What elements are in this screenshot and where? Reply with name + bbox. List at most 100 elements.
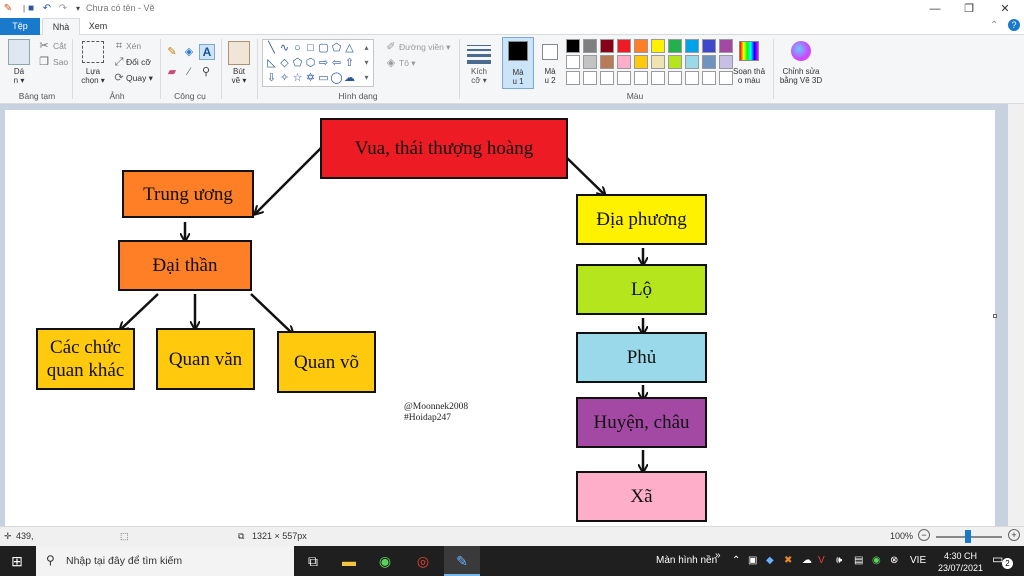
- color-picker-icon[interactable]: ⁄: [188, 66, 190, 78]
- shapes-scroll-down-icon[interactable]: ▾: [364, 58, 369, 67]
- close-button[interactable]: ✕: [1000, 3, 1010, 15]
- palette-swatch[interactable]: [617, 55, 631, 69]
- undo-icon[interactable]: ↶: [42, 3, 52, 14]
- palette-swatch[interactable]: [634, 71, 648, 85]
- redo-icon[interactable]: ↷: [58, 3, 68, 14]
- clock-date[interactable]: 23/07/2021: [938, 563, 984, 573]
- edit-colors-icon[interactable]: [739, 41, 759, 61]
- copy-button[interactable]: Sao: [53, 57, 69, 67]
- task-view-icon[interactable]: ⧉: [308, 553, 318, 569]
- curve-shape-icon[interactable]: ∿: [279, 42, 290, 54]
- triangle-shape-icon[interactable]: △: [345, 42, 354, 54]
- pencil-icon[interactable]: ✎: [167, 46, 177, 58]
- palette-swatch[interactable]: [702, 71, 716, 85]
- palette-swatch[interactable]: [566, 39, 580, 53]
- shapes-scroll-up-icon[interactable]: ▴: [364, 43, 369, 52]
- rounded-rectangle-shape-icon[interactable]: ▢: [318, 42, 329, 54]
- desktop-toolbar-chevron-icon[interactable]: »: [715, 550, 721, 561]
- palette-swatch[interactable]: [685, 39, 699, 53]
- select-button[interactable]: Lựa chọn ▾: [81, 67, 105, 85]
- pentagon-shape-icon[interactable]: ⬠: [292, 57, 303, 69]
- canvas-resize-handle-right[interactable]: [993, 314, 997, 318]
- left-arrow-shape-icon[interactable]: ⇦: [331, 57, 342, 69]
- resize-button[interactable]: Đổi cỡ: [126, 57, 151, 67]
- tab-file[interactable]: Tệp: [0, 18, 40, 35]
- chrome-icon[interactable]: ◎: [416, 553, 430, 569]
- text-tool-icon[interactable]: A: [199, 44, 215, 60]
- edit-colors-button[interactable]: Soạn thả o màu: [732, 67, 766, 85]
- crop-icon[interactable]: ⌗: [115, 40, 123, 52]
- shapes-expand-icon[interactable]: ▾: [364, 73, 369, 82]
- show-hidden-icons-icon[interactable]: ⌃: [732, 555, 741, 566]
- color1-button[interactable]: Mà u 1: [502, 37, 534, 89]
- palette-swatch[interactable]: [719, 55, 733, 69]
- callout-cloud-shape-icon[interactable]: ☁: [344, 72, 355, 84]
- polygon-shape-icon[interactable]: ⬠: [331, 42, 342, 54]
- palette-swatch[interactable]: [719, 71, 733, 85]
- restore-button[interactable]: ❐: [964, 3, 974, 15]
- zoom-slider-thumb[interactable]: [965, 530, 971, 543]
- tray-security-icon[interactable]: ◆: [766, 555, 774, 566]
- collapse-ribbon-icon[interactable]: ⌃: [990, 20, 999, 31]
- quick-access-dropdown-icon[interactable]: ▾: [75, 4, 80, 13]
- palette-swatch[interactable]: [566, 55, 580, 69]
- palette-swatch[interactable]: [600, 39, 614, 53]
- notification-icon[interactable]: ▭: [992, 552, 1004, 566]
- language-indicator[interactable]: VIE: [910, 555, 927, 566]
- palette-swatch[interactable]: [617, 71, 631, 85]
- palette-swatch[interactable]: [685, 71, 699, 85]
- size-icon[interactable]: [467, 43, 491, 64]
- zoom-in-icon[interactable]: +: [1008, 529, 1020, 541]
- paste-icon[interactable]: [8, 39, 30, 65]
- rectangle-shape-icon[interactable]: □: [307, 42, 314, 54]
- palette-swatch[interactable]: [600, 55, 614, 69]
- coccoc-browser-icon[interactable]: ◉: [378, 553, 392, 569]
- clock-time[interactable]: 4:30 CH: [944, 551, 978, 561]
- drawing-canvas[interactable]: Vua, thái thượng hoàng Trung ương Đại th…: [5, 110, 995, 526]
- eraser-icon[interactable]: ▰: [167, 66, 177, 78]
- five-point-star-shape-icon[interactable]: ☆: [292, 72, 303, 84]
- palette-swatch[interactable]: [668, 71, 682, 85]
- fill-shape-icon[interactable]: ◈: [386, 57, 396, 69]
- palette-swatch[interactable]: [651, 39, 665, 53]
- palette-swatch[interactable]: [583, 71, 597, 85]
- palette-swatch[interactable]: [719, 39, 733, 53]
- color2-button[interactable]: Mà u 2: [536, 37, 566, 89]
- brushes-icon[interactable]: [228, 41, 250, 65]
- palette-swatch[interactable]: [668, 39, 682, 53]
- line-shape-icon[interactable]: ╲: [268, 42, 275, 54]
- cut-icon[interactable]: ✂: [39, 40, 49, 52]
- brushes-button[interactable]: Bút vẽ ▾: [231, 67, 247, 85]
- volume-icon[interactable]: 🕪: [836, 555, 843, 566]
- paint-taskbar-icon[interactable]: ✎: [456, 553, 468, 569]
- paint3d-button[interactable]: Chỉnh sửa bằng Vẽ 3D: [779, 67, 823, 85]
- palette-swatch[interactable]: [702, 39, 716, 53]
- diamond-shape-icon[interactable]: ◇: [280, 57, 289, 69]
- hexagon-shape-icon[interactable]: ⬡: [305, 57, 316, 69]
- size-button[interactable]: Kích cỡ ▾: [470, 67, 487, 85]
- palette-swatch[interactable]: [668, 55, 682, 69]
- minimize-button[interactable]: —: [929, 3, 941, 15]
- palette-swatch[interactable]: [617, 39, 631, 53]
- tray-v-icon[interactable]: V: [818, 555, 825, 566]
- tab-view[interactable]: Xem: [88, 21, 108, 31]
- palette-swatch[interactable]: [600, 71, 614, 85]
- taskbar-search-box[interactable]: ⚲ Nhập tại đây để tìm kiếm: [36, 546, 294, 576]
- onedrive-icon[interactable]: ☁: [802, 555, 812, 566]
- zoom-out-icon[interactable]: −: [918, 529, 930, 541]
- callout-oval-shape-icon[interactable]: ◯: [330, 72, 343, 84]
- palette-swatch[interactable]: [685, 55, 699, 69]
- rotate-icon[interactable]: ⟳: [114, 72, 124, 84]
- palette-swatch[interactable]: [634, 55, 648, 69]
- outline-button[interactable]: Đường viền ▾: [399, 42, 451, 52]
- taskbar-paint-active[interactable]: [444, 546, 480, 576]
- fill-icon[interactable]: ◈: [184, 46, 194, 58]
- tray-close-icon[interactable]: ⊗: [890, 555, 899, 566]
- down-arrow-shape-icon[interactable]: ⇩: [266, 72, 277, 84]
- copy-icon[interactable]: ❐: [39, 56, 49, 68]
- palette-swatch[interactable]: [651, 55, 665, 69]
- cut-button[interactable]: Cắt: [53, 41, 67, 51]
- crop-button[interactable]: Xén: [126, 41, 142, 51]
- tray-coccoc-icon[interactable]: ◉: [872, 555, 881, 566]
- file-explorer-icon[interactable]: ▬: [342, 553, 356, 569]
